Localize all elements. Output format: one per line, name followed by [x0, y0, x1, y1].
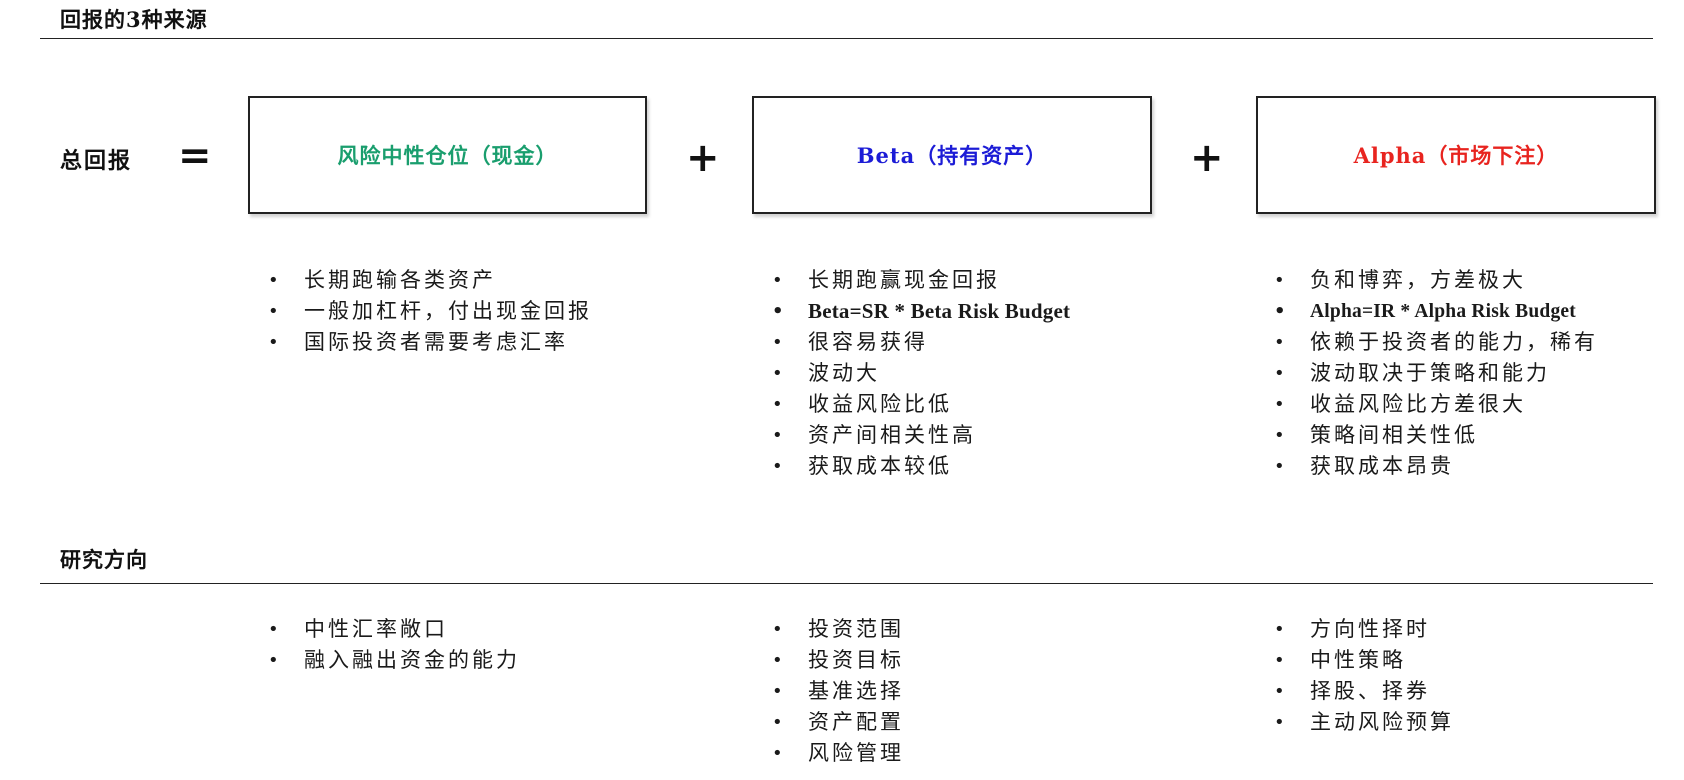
bullet-icon: • — [1274, 363, 1285, 384]
total-return-label: 总回报 — [60, 148, 133, 174]
bullet-icon: • — [268, 619, 279, 640]
box-risk-neutral-cash: 风险中性仓位（现金） — [248, 96, 647, 214]
section-title-return-sources: 回报的3种来源 — [60, 7, 208, 32]
list-item: •资产配置 — [772, 707, 904, 738]
list-item: •收益风险比低 — [772, 389, 1070, 420]
list-item: •融入融出资金的能力 — [268, 645, 520, 676]
bullet-icon: • — [772, 743, 783, 764]
box-title-alpha: Alpha（市场下注） — [1353, 143, 1559, 168]
list-alpha-characteristics: •负和博弈，方差极大 •Alpha=IR * Alpha Risk Budget… — [1274, 265, 1598, 482]
list-item: •负和博弈，方差极大 — [1274, 265, 1598, 296]
list-item: •收益风险比方差很大 — [1274, 389, 1598, 420]
bullet-icon: • — [1274, 301, 1286, 322]
plus-sign-1: + — [686, 135, 720, 181]
section-divider-research — [40, 583, 1653, 584]
list-item: •基准选择 — [772, 676, 904, 707]
box-title-risk-neutral: 风险中性仓位（现金） — [337, 143, 558, 168]
list-item: •择股、择券 — [1274, 676, 1454, 707]
section-title-research-direction: 研究方向 — [60, 547, 148, 572]
list-item: •国际投资者需要考虑汇率 — [268, 327, 592, 358]
bullet-icon: • — [1274, 650, 1285, 671]
bullet-icon: • — [772, 332, 783, 353]
bullet-icon: • — [772, 619, 783, 640]
box-beta: Beta（持有资产） — [752, 96, 1152, 214]
bullet-icon: • — [268, 270, 279, 291]
list-item: •获取成本昂贵 — [1274, 451, 1598, 482]
list-item: •中性汇率敞口 — [268, 614, 520, 645]
list-beta-characteristics: •长期跑赢现金回报 •Beta=SR * Beta Risk Budget •很… — [772, 265, 1070, 482]
bullet-icon: • — [1274, 619, 1285, 640]
list-item: •获取成本较低 — [772, 451, 1070, 482]
list-item: •波动取决于策略和能力 — [1274, 358, 1598, 389]
list-item: •方向性择时 — [1274, 614, 1454, 645]
bullet-icon: • — [772, 394, 783, 415]
list-item: •投资目标 — [772, 645, 904, 676]
list-item-beta-formula: •Beta=SR * Beta Risk Budget — [772, 296, 1070, 327]
bullet-icon: • — [772, 456, 783, 477]
bullet-icon: • — [1274, 681, 1285, 702]
bullet-icon: • — [1274, 394, 1285, 415]
box-title-beta: Beta（持有资产） — [856, 143, 1048, 168]
bullet-icon: • — [1274, 712, 1285, 733]
list-item: •资产间相关性高 — [772, 420, 1070, 451]
list-item: •一般加杠杆，付出现金回报 — [268, 296, 592, 327]
list-cash-research: •中性汇率敞口 •融入融出资金的能力 — [268, 614, 520, 676]
box-alpha: Alpha（市场下注） — [1256, 96, 1656, 214]
list-item: •依赖于投资者的能力，稀有 — [1274, 327, 1598, 358]
bullet-icon: • — [772, 363, 783, 384]
list-item: •长期跑输各类资产 — [268, 265, 592, 296]
bullet-icon: • — [772, 681, 783, 702]
bullet-icon: • — [772, 650, 783, 671]
list-item: •波动大 — [772, 358, 1070, 389]
list-alpha-research: •方向性择时 •中性策略 •择股、择券 •主动风险预算 — [1274, 614, 1454, 738]
bullet-icon: • — [772, 270, 783, 291]
list-item: •主动风险预算 — [1274, 707, 1454, 738]
list-item: •长期跑赢现金回报 — [772, 265, 1070, 296]
section-divider-top — [40, 38, 1653, 39]
list-item: •风险管理 — [772, 738, 904, 769]
list-item: •投资范围 — [772, 614, 904, 645]
bullet-icon: • — [1274, 270, 1285, 291]
bullet-icon: • — [772, 712, 783, 733]
list-item: •很容易获得 — [772, 327, 1070, 358]
bullet-icon: • — [268, 650, 279, 671]
bullet-icon: • — [268, 301, 279, 322]
equals-sign: = — [178, 133, 212, 179]
list-item-alpha-formula: •Alpha=IR * Alpha Risk Budget — [1274, 296, 1598, 327]
list-beta-research: •投资范围 •投资目标 •基准选择 •资产配置 •风险管理 — [772, 614, 904, 769]
bullet-icon: • — [772, 425, 783, 446]
bullet-icon: • — [268, 332, 279, 353]
bullet-icon: • — [1274, 332, 1285, 353]
list-item: •策略间相关性低 — [1274, 420, 1598, 451]
plus-sign-2: + — [1190, 135, 1224, 181]
list-item: •中性策略 — [1274, 645, 1454, 676]
bullet-icon: • — [1274, 456, 1285, 477]
list-cash-characteristics: •长期跑输各类资产 •一般加杠杆，付出现金回报 •国际投资者需要考虑汇率 — [268, 265, 592, 358]
bullet-icon: • — [772, 301, 784, 322]
bullet-icon: • — [1274, 425, 1285, 446]
